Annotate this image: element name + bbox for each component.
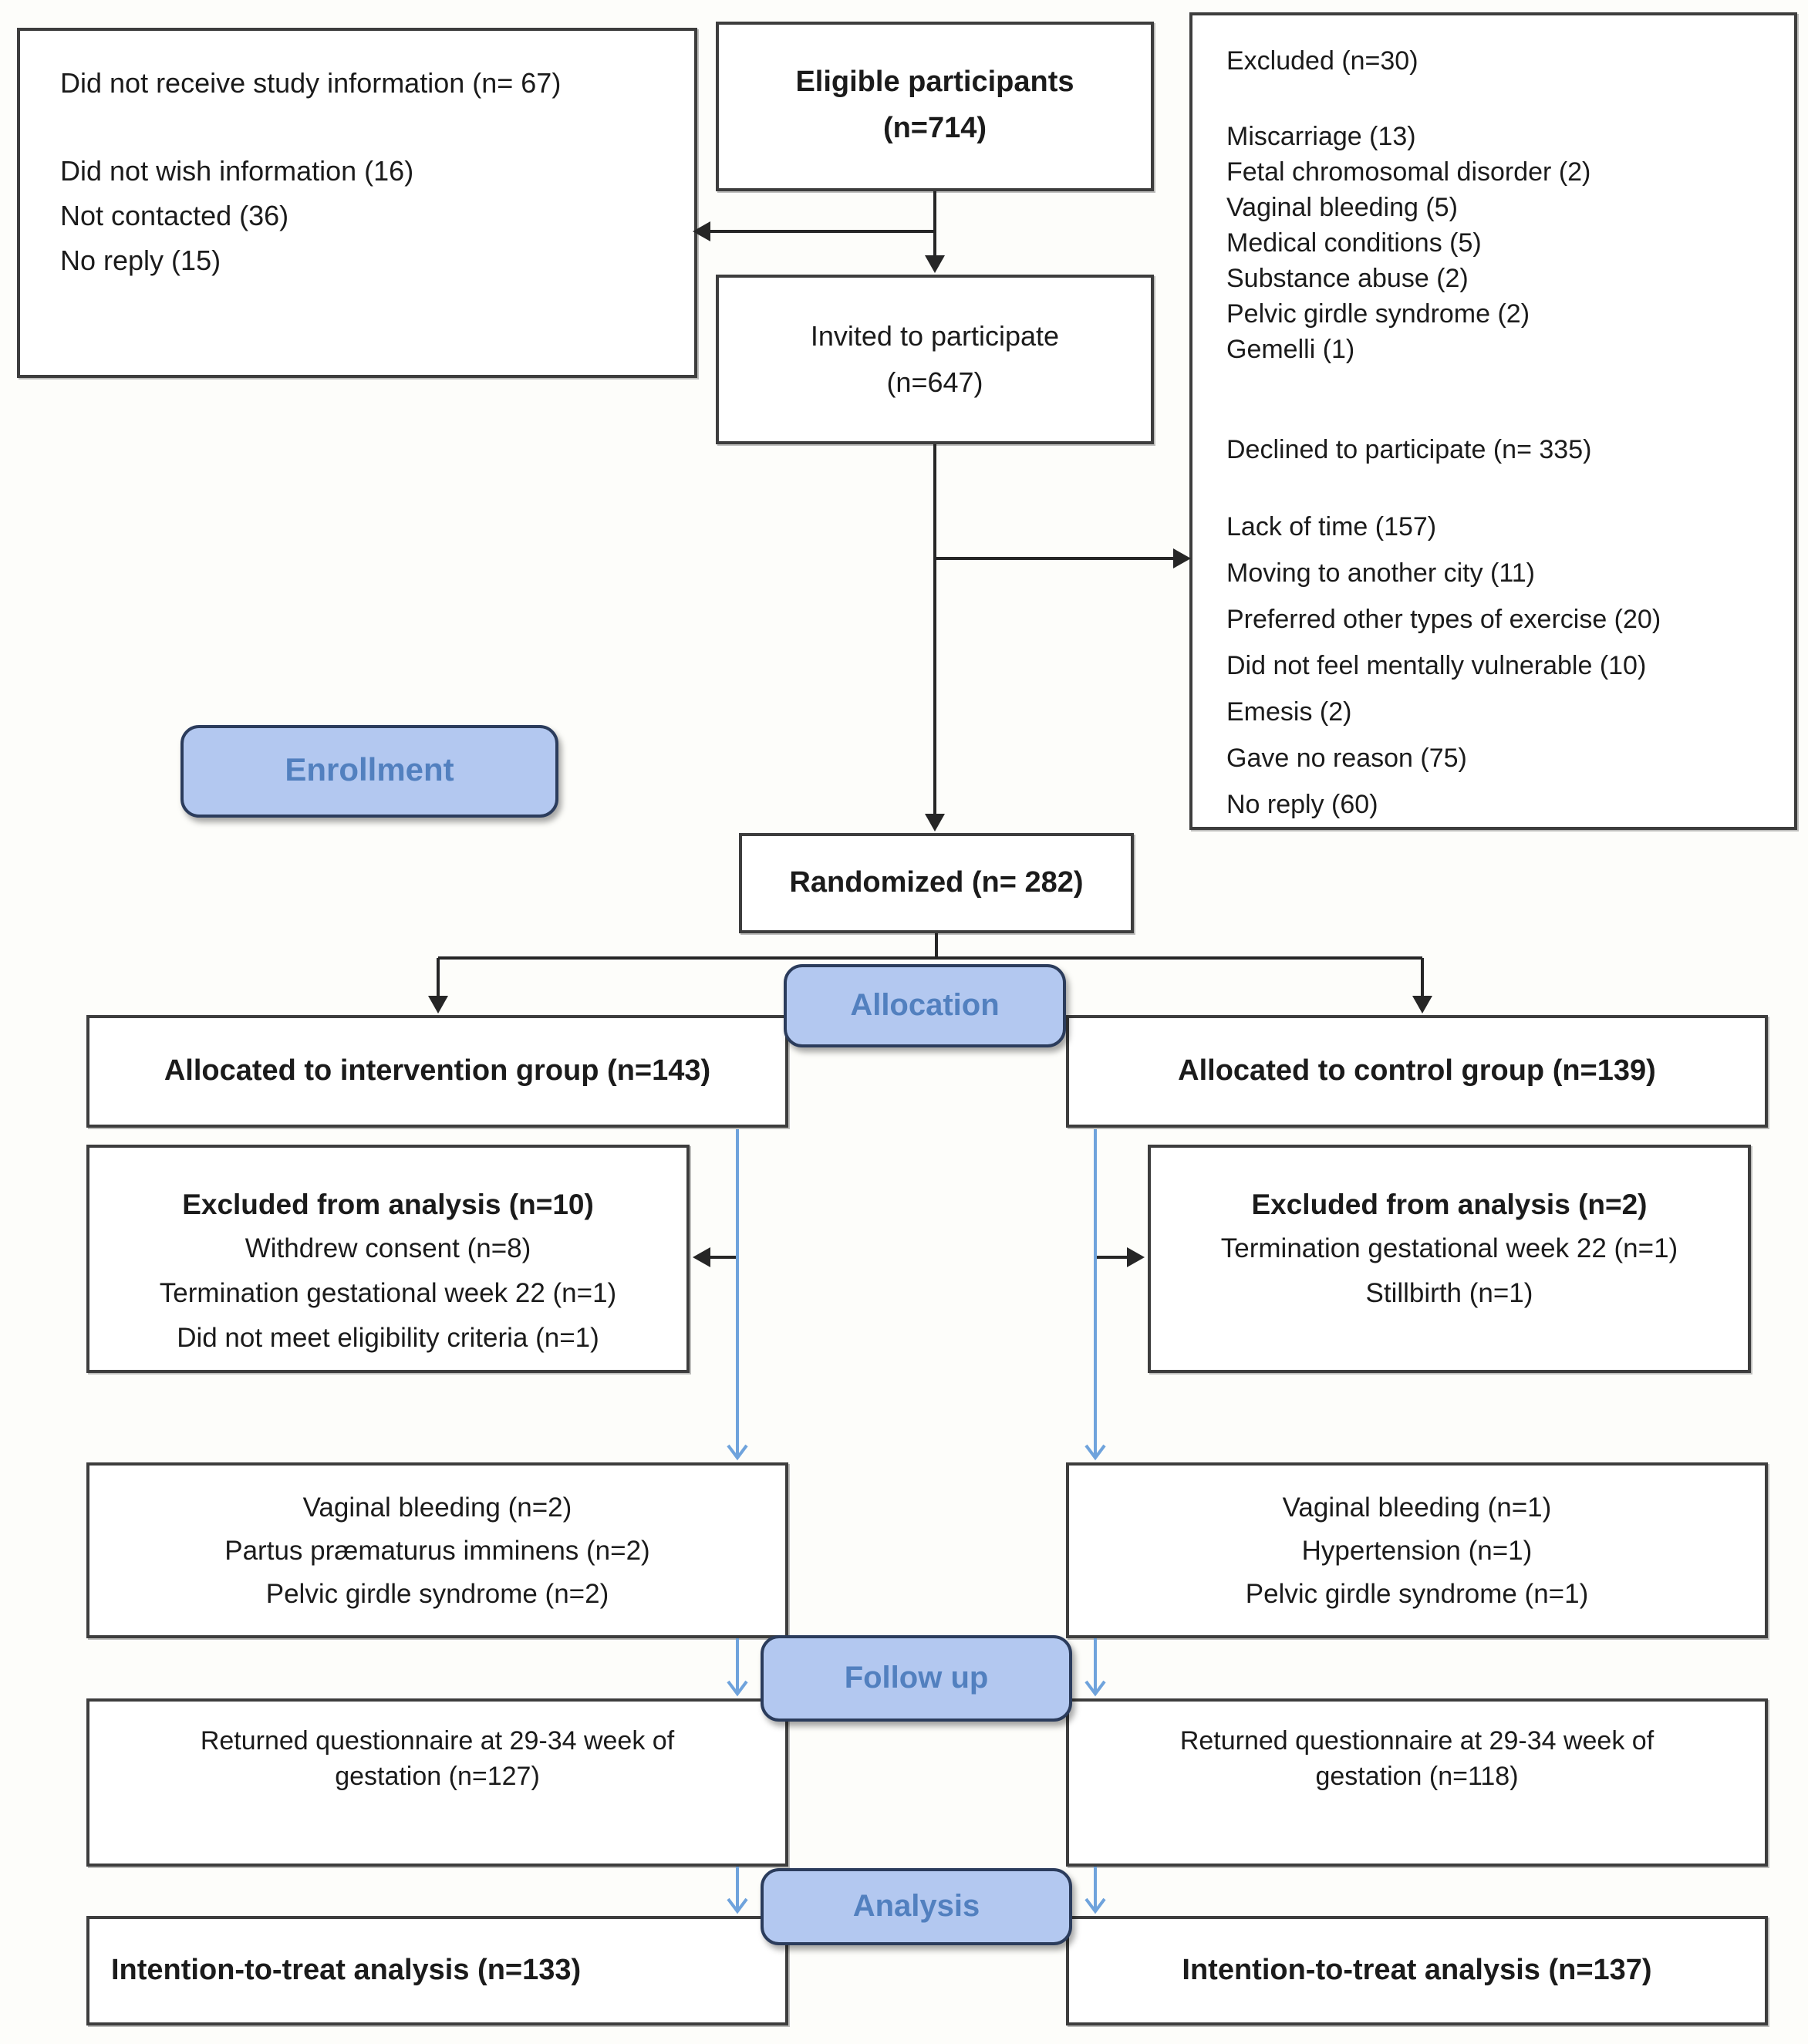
- box-title: Excluded (n=30): [1226, 46, 1418, 76]
- box-itt-intervention: Intention-to-treat analysis (n=133): [86, 1916, 788, 2025]
- arrowhead-down-icon: [925, 814, 945, 831]
- list-item: Pelvic girdle syndrome (2): [1226, 299, 1530, 329]
- box-title: Invited to participate: [810, 321, 1060, 352]
- list-item: Stillbirth (n=1): [1365, 1277, 1533, 1308]
- stage-label-enrollment: Enrollment: [180, 725, 558, 818]
- list-item: Partus præmaturus imminens (n=2): [224, 1535, 650, 1566]
- box-followup-intervention: Returned questionnaire at 29-34 week of …: [86, 1698, 788, 1867]
- list-item: Vaginal bleeding (5): [1226, 193, 1458, 222]
- list-item: Emesis (2): [1226, 697, 1352, 727]
- list-item: No reply (15): [60, 245, 221, 276]
- list-item: Termination gestational week 22 (n=1): [159, 1277, 617, 1308]
- box-withdrawal-reasons-intervention: Vaginal bleeding (n=2) Partus præmaturus…: [86, 1462, 788, 1638]
- list-item: Did not wish information (16): [60, 156, 414, 187]
- blue-arrowhead-icon: [727, 1444, 748, 1461]
- box-text: Returned questionnaire at 29-34 week of …: [200, 1726, 675, 1791]
- list-item: Gemelli (1): [1226, 335, 1355, 364]
- list-item: Lack of time (157): [1226, 512, 1437, 541]
- n-count: (n=647): [886, 367, 983, 398]
- list-item: Vaginal bleeding (n=1): [1282, 1492, 1552, 1523]
- box-randomized: Randomized (n= 282): [739, 833, 1134, 933]
- list-item: Miscarriage (13): [1226, 122, 1416, 151]
- list-item: Moving to another city (11): [1226, 558, 1535, 588]
- box-title: Declined to participate (n= 335): [1226, 435, 1592, 464]
- box-text: Returned questionnaire at 29-34 week of …: [1179, 1726, 1655, 1791]
- box-title: Did not receive study information (n= 67…: [60, 68, 562, 99]
- list-item: Preferred other types of exercise (20): [1226, 605, 1661, 634]
- list-item: Hypertension (n=1): [1301, 1535, 1533, 1566]
- box-excluded-declined: Excluded (n=30) Miscarriage (13) Fetal c…: [1189, 12, 1797, 830]
- box-title: Excluded from analysis (n=2): [1251, 1188, 1648, 1220]
- box-excluded-analysis-intervention: Excluded from analysis (n=10) Withdrew c…: [86, 1145, 690, 1373]
- list-item: Pelvic girdle syndrome (n=1): [1245, 1578, 1589, 1609]
- arrowhead-right-icon: [1127, 1247, 1145, 1267]
- box-allocated-control: Allocated to control group (n=139): [1066, 1015, 1768, 1128]
- box-withdrawal-reasons-control: Vaginal bleeding (n=1) Hypertension (n=1…: [1066, 1462, 1768, 1638]
- list-item: Medical conditions (5): [1226, 228, 1482, 258]
- stage-label-analysis: Analysis: [761, 1868, 1072, 1945]
- list-item: Gave no reason (75): [1226, 744, 1467, 773]
- list-item: Fetal chromosomal disorder (2): [1226, 157, 1591, 187]
- arrowhead-down-icon: [1412, 996, 1432, 1014]
- blue-arrowhead-icon: [727, 1680, 748, 1697]
- box-invited-to-participate: Invited to participate (n=647): [716, 275, 1154, 444]
- list-item: Did not feel mentally vulnerable (10): [1226, 651, 1647, 680]
- stage-label-allocation: Allocation: [784, 964, 1066, 1047]
- blue-arrowhead-icon: [1084, 1897, 1106, 1914]
- box-itt-control: Intention-to-treat analysis (n=137): [1066, 1916, 1768, 2025]
- box-title: Excluded from analysis (n=10): [182, 1188, 594, 1220]
- arrowhead-right-icon: [1173, 548, 1191, 568]
- box-not-received-info: Did not receive study information (n= 67…: [17, 28, 697, 378]
- list-item: Termination gestational week 22 (n=1): [1220, 1233, 1678, 1263]
- list-item: Not contacted (36): [60, 201, 289, 231]
- box-excluded-analysis-control: Excluded from analysis (n=2) Termination…: [1148, 1145, 1751, 1373]
- box-followup-control: Returned questionnaire at 29-34 week of …: [1066, 1698, 1768, 1867]
- box-allocated-intervention: Allocated to intervention group (n=143): [86, 1015, 788, 1128]
- box-eligible-participants: Eligible participants (n=714): [716, 22, 1154, 191]
- list-item: No reply (60): [1226, 790, 1378, 819]
- arrowhead-left-icon: [693, 1247, 710, 1267]
- list-item: Vaginal bleeding (n=2): [302, 1492, 572, 1523]
- box-title: Eligible participants: [795, 66, 1074, 99]
- n-count: (n=714): [882, 113, 987, 145]
- blue-arrowhead-icon: [1084, 1680, 1106, 1697]
- stage-label-follow-up: Follow up: [761, 1635, 1072, 1722]
- list-item: Pelvic girdle syndrome (n=2): [265, 1578, 609, 1609]
- arrowhead-down-icon: [428, 996, 448, 1014]
- list-item: Withdrew consent (n=8): [245, 1233, 531, 1263]
- arrowhead-down-icon: [925, 255, 945, 273]
- list-item: Substance abuse (2): [1226, 264, 1469, 293]
- blue-arrowhead-icon: [1084, 1444, 1106, 1461]
- list-item: Did not meet eligibility criteria (n=1): [177, 1322, 599, 1353]
- blue-arrowhead-icon: [727, 1897, 748, 1914]
